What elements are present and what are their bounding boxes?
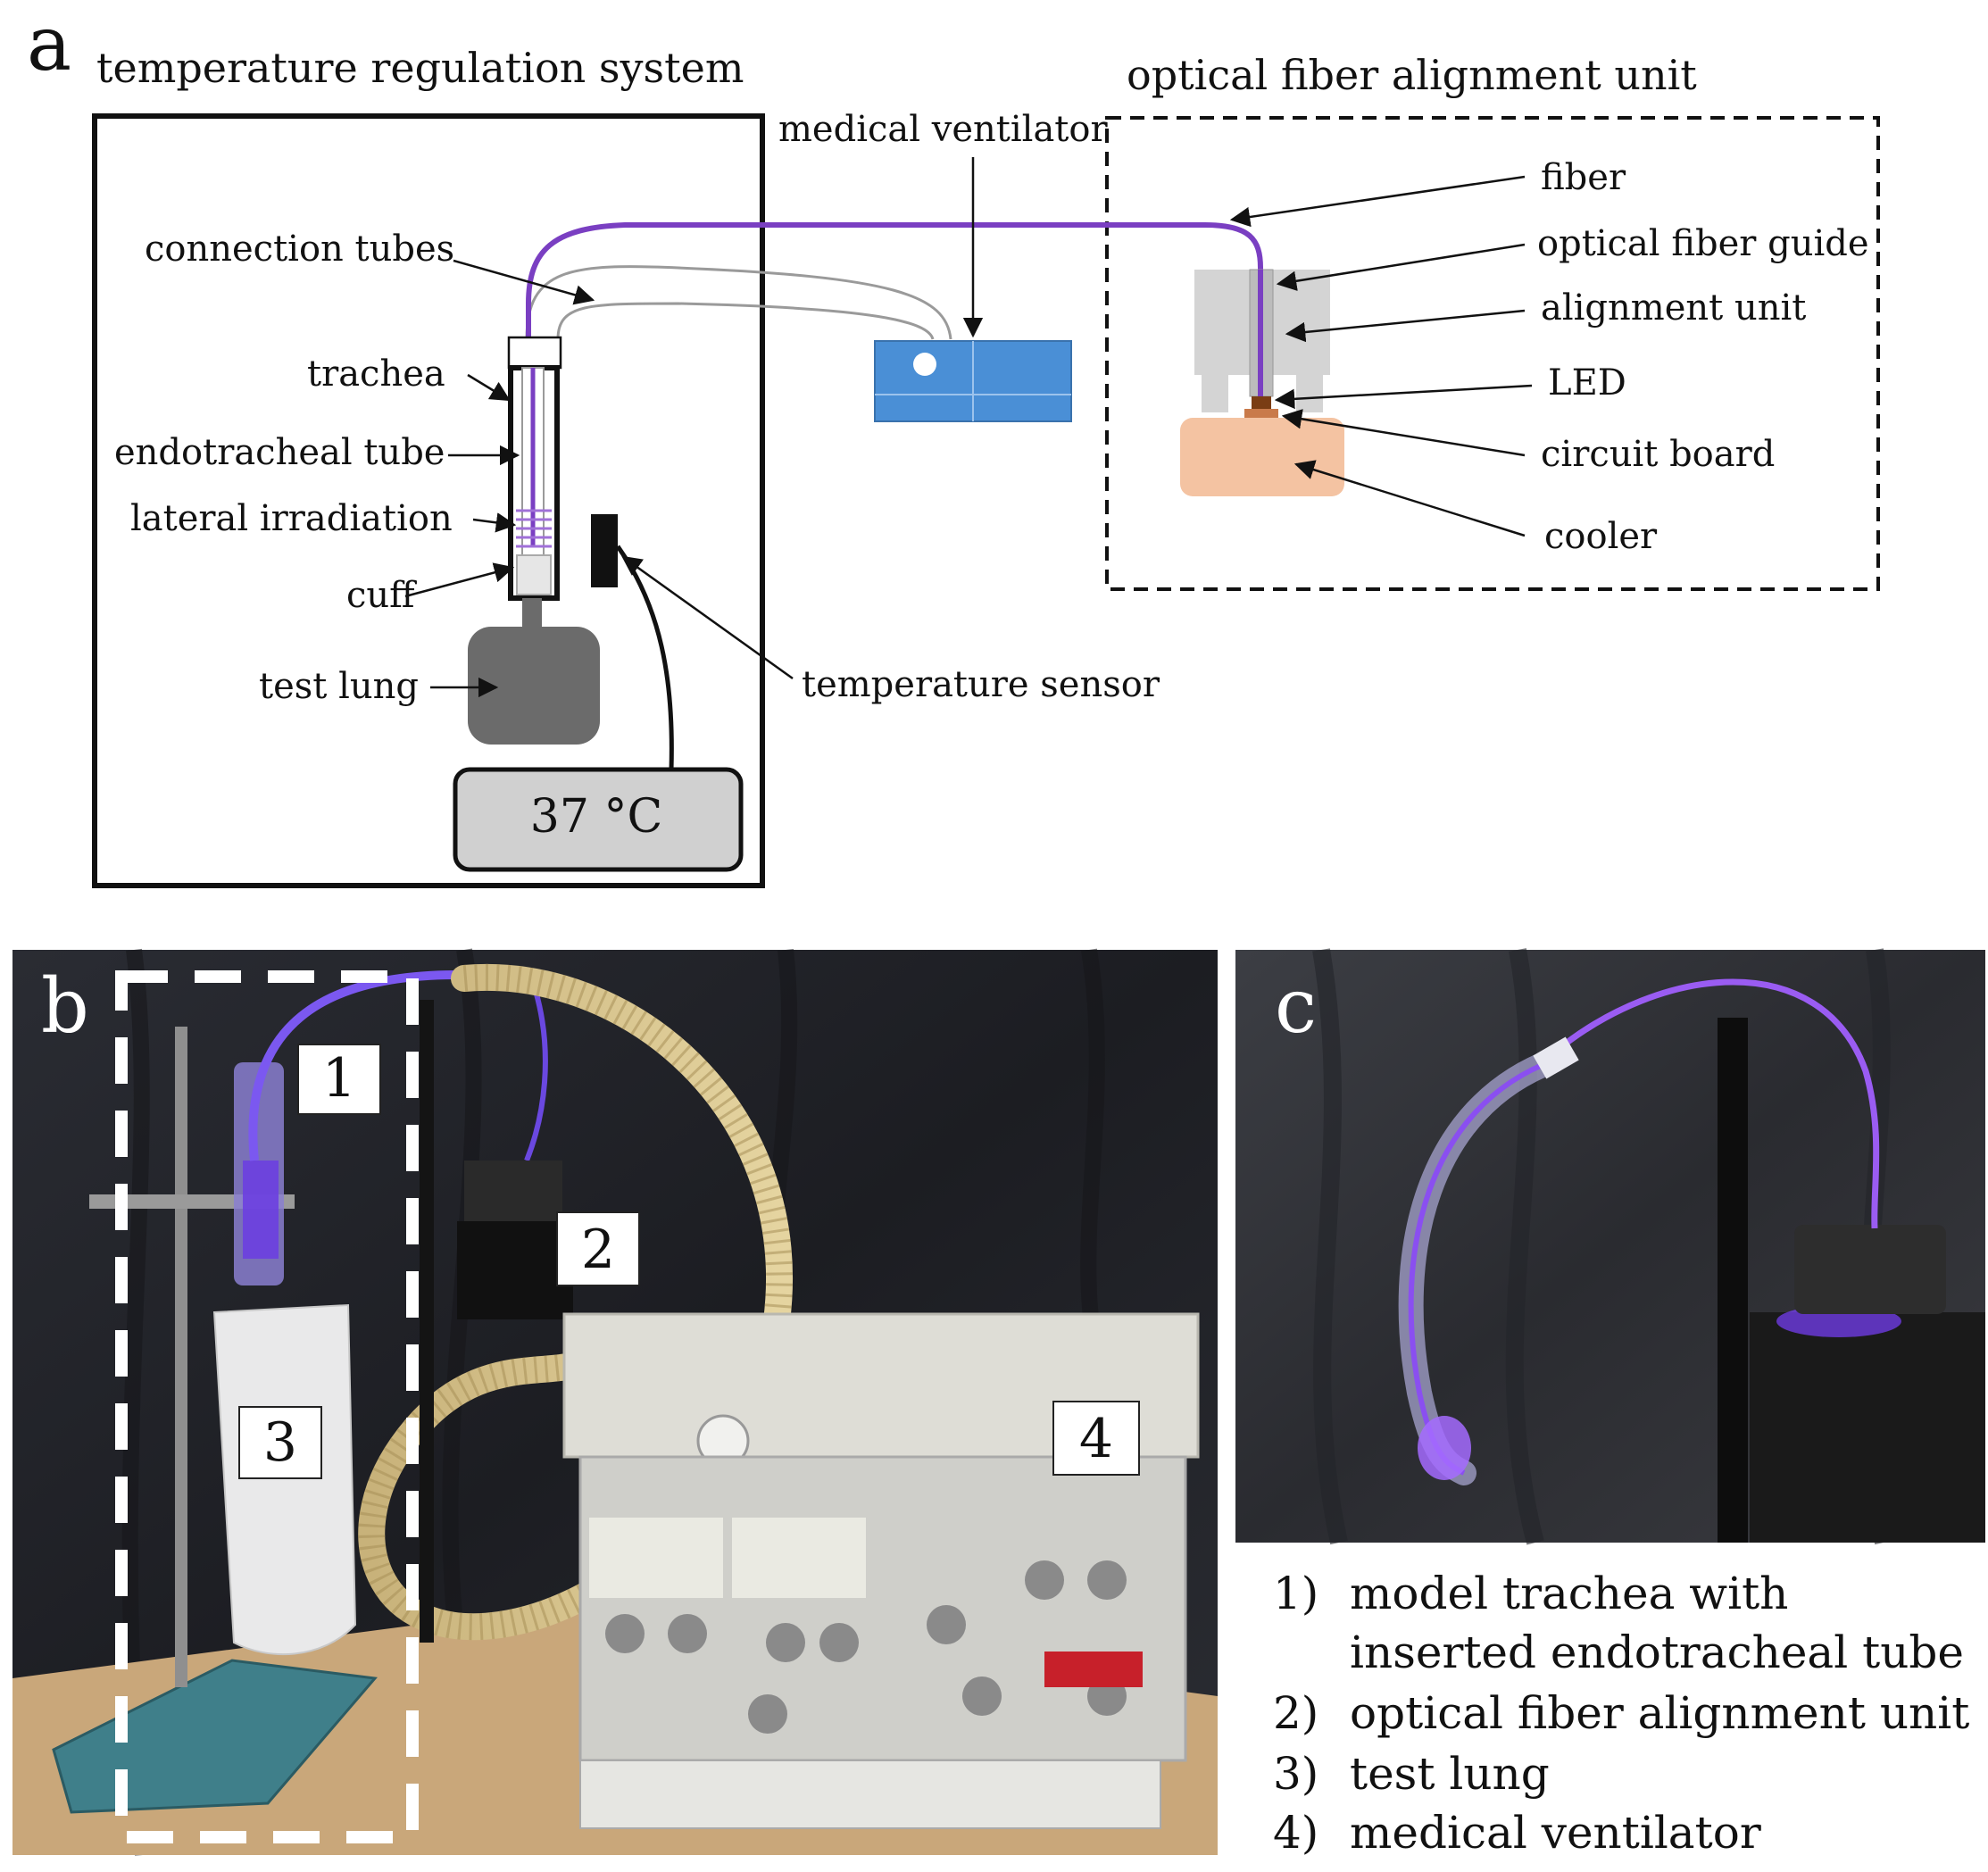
photo-c-post (1718, 1018, 1748, 1543)
photo-b-post (420, 1000, 434, 1643)
photo-b-alignment-unit (464, 1161, 562, 1223)
unit-title: optical fiber alignment unit (1127, 51, 1697, 99)
svg-text:4: 4 (1079, 1408, 1113, 1470)
legend-num-4: 4) (1273, 1807, 1319, 1859)
legend-item-4: medical ventilator (1350, 1807, 1761, 1859)
photo-b-ventilator-panel (578, 1455, 1187, 1762)
temperature-regulation-box (92, 113, 765, 888)
label-circuit-board: circuit board (1541, 434, 1775, 475)
photo-b-fiber (248, 969, 465, 1161)
lateral-irradiation-lines (516, 509, 552, 548)
test-lung-shape (468, 627, 600, 745)
temperature-sensor-shape (591, 514, 618, 587)
svg-text:2: 2 (581, 1219, 615, 1281)
thermostat-box (453, 767, 744, 872)
connection-tube-2 (556, 302, 935, 340)
stand-rod (175, 1027, 187, 1687)
thermostat-reading: 37 °C (530, 790, 662, 844)
circuit-board-shape (1244, 409, 1278, 420)
stand-base (52, 1659, 378, 1814)
label-connection-tubes: connection tubes (145, 229, 454, 270)
svg-text:1: 1 (322, 1047, 356, 1110)
cuff-shape (516, 554, 552, 595)
sensor-cable (615, 545, 674, 770)
panel-a: a temperature regulation system optical … (27, 0, 1880, 888)
marker-4: 4 (1052, 1401, 1140, 1476)
legend-item-1: model trachea with (1350, 1568, 1789, 1619)
photo-c-box (1750, 1312, 1985, 1543)
label-alignment-unit: alignment unit (1541, 287, 1806, 329)
marker-2: 2 (556, 1211, 640, 1286)
system-title: temperature regulation system (96, 44, 744, 92)
pointer-arrows (404, 157, 1533, 698)
label-endotracheal-tube: endotracheal tube (114, 432, 445, 473)
legend-num-3: 3) (1273, 1748, 1319, 1800)
led-shape (1252, 396, 1271, 409)
fiber-line (526, 222, 1263, 552)
photo-c-cuff-glow (1418, 1416, 1471, 1480)
legend-num-1: 1) (1273, 1568, 1319, 1619)
lung-neck (522, 598, 542, 630)
marker-1: 1 (297, 1044, 381, 1115)
label-medical-ventilator: medical ventilator (778, 109, 1108, 150)
panel-a-letter: a (27, 0, 71, 87)
photo-c-fiber (1551, 978, 1880, 1229)
panel-b-letter: b (41, 962, 89, 1050)
connection-tube-1 (525, 265, 952, 340)
label-trachea: trachea (307, 354, 445, 395)
test-lung-bag (212, 1303, 357, 1656)
label-test-lung: test lung (259, 666, 419, 707)
label-cooler: cooler (1544, 516, 1658, 557)
panel-b-photo: b 1 2 3 4 (12, 948, 1218, 1856)
ventilator-port (913, 353, 936, 376)
svg-text:3: 3 (263, 1411, 297, 1474)
panel-c-photo: c (1235, 948, 1985, 1545)
cooler-shape (1180, 418, 1344, 496)
photo-c-alignment-unit (1794, 1225, 1946, 1314)
tube-connector (507, 336, 562, 370)
label-fiber: fiber (1541, 157, 1626, 198)
photo-b-dashed-box (115, 970, 419, 1843)
panel-c-letter: c (1275, 962, 1317, 1050)
label-lateral-irradiation: lateral irradiation (130, 498, 453, 539)
label-optical-fiber-guide: optical fiber guide (1537, 223, 1869, 264)
legend-item-3: test lung (1350, 1748, 1550, 1800)
alignment-unit-box (1105, 116, 1880, 591)
label-temperature-sensor: temperature sensor (802, 664, 1160, 705)
label-led: LED (1548, 362, 1626, 404)
legend-item-1-line2: inserted endotracheal tube (1350, 1627, 1965, 1678)
legend-num-2: 2) (1273, 1687, 1319, 1739)
legend-item-2: optical fiber alignment unit (1350, 1687, 1970, 1739)
marker-3: 3 (238, 1406, 322, 1479)
